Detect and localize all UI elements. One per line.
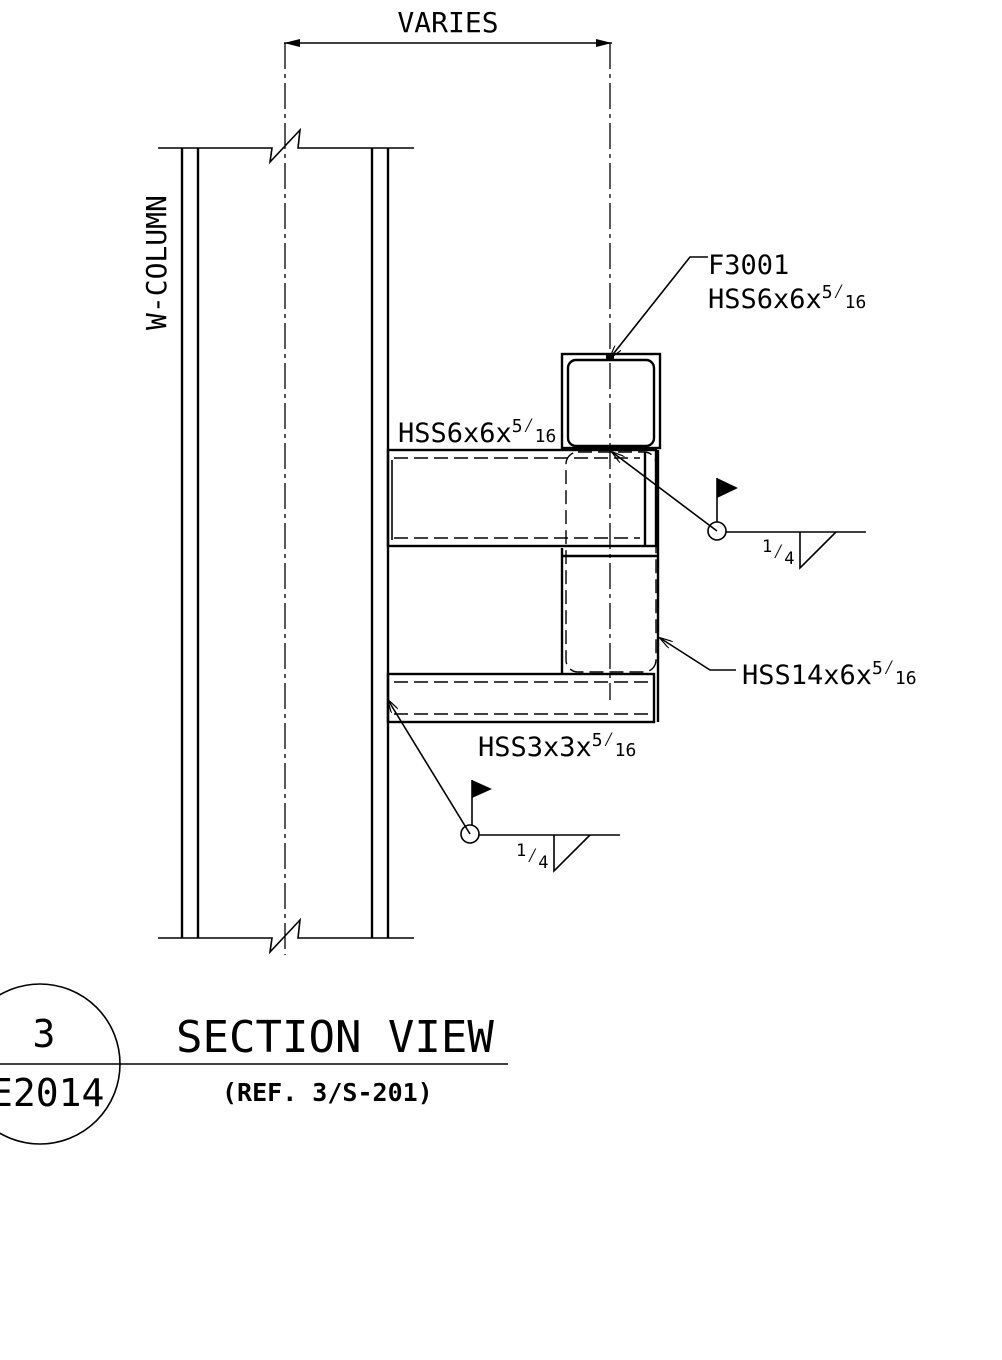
detail-number: 3 [33,1012,56,1056]
hss-beam [386,448,658,548]
callout-side-hss: HSS14x6x5⁄16 [742,655,917,691]
field-weld-flag-icon [717,478,738,498]
weld-symbol-lower: 1⁄4 [388,700,620,873]
dimension-arrow-right [596,39,612,47]
column-label: W-COLUMN [140,195,173,330]
title-block: 3 E2014 SECTION VIEW (REF. 3/S-201) [0,983,508,1145]
weld-all-around-icon [460,824,480,844]
field-weld-flag-icon [472,780,492,798]
weld-arrow-line [388,700,471,835]
fillet-weld-icon [799,531,837,570]
view-subtitle: (REF. 3/S-201) [222,1078,433,1107]
dimension-arrow-left [284,39,300,47]
callout-mark: F3001 [708,250,789,281]
callout-bottom-hss: HSS3x3x5⁄16 [478,727,636,763]
w-column: W-COLUMN [140,127,414,955]
top-hss-section [560,352,662,450]
dimension-label: VARIES [397,6,498,39]
view-title: SECTION VIEW [176,1012,494,1063]
hss14-hidden-outline [565,451,657,673]
weld-symbol-upper: 1⁄4 [612,452,866,570]
weld-size: 1⁄4 [762,537,795,569]
weld-size: 1⁄4 [516,841,549,873]
fillet-weld-icon [553,834,591,873]
sheet-reference: E2014 [0,1071,104,1115]
callout-beam-hss: HSS6x6x5⁄16 [398,413,556,449]
callout-top-hss: HSS6x6x5⁄16 [708,279,866,315]
dimension-varies: VARIES [284,6,612,47]
hss-beam-outline [386,448,658,548]
top-hss-outer [560,352,662,450]
leader-hss14 [660,638,736,671]
top-hss-inner [566,358,656,448]
weld-arrow-line [612,452,718,532]
hss3-section [386,672,656,724]
column-break-line-top [158,127,414,165]
hss3-outline [386,672,656,724]
leader-f3001 [610,256,708,358]
column-break-line-bottom [158,917,414,955]
